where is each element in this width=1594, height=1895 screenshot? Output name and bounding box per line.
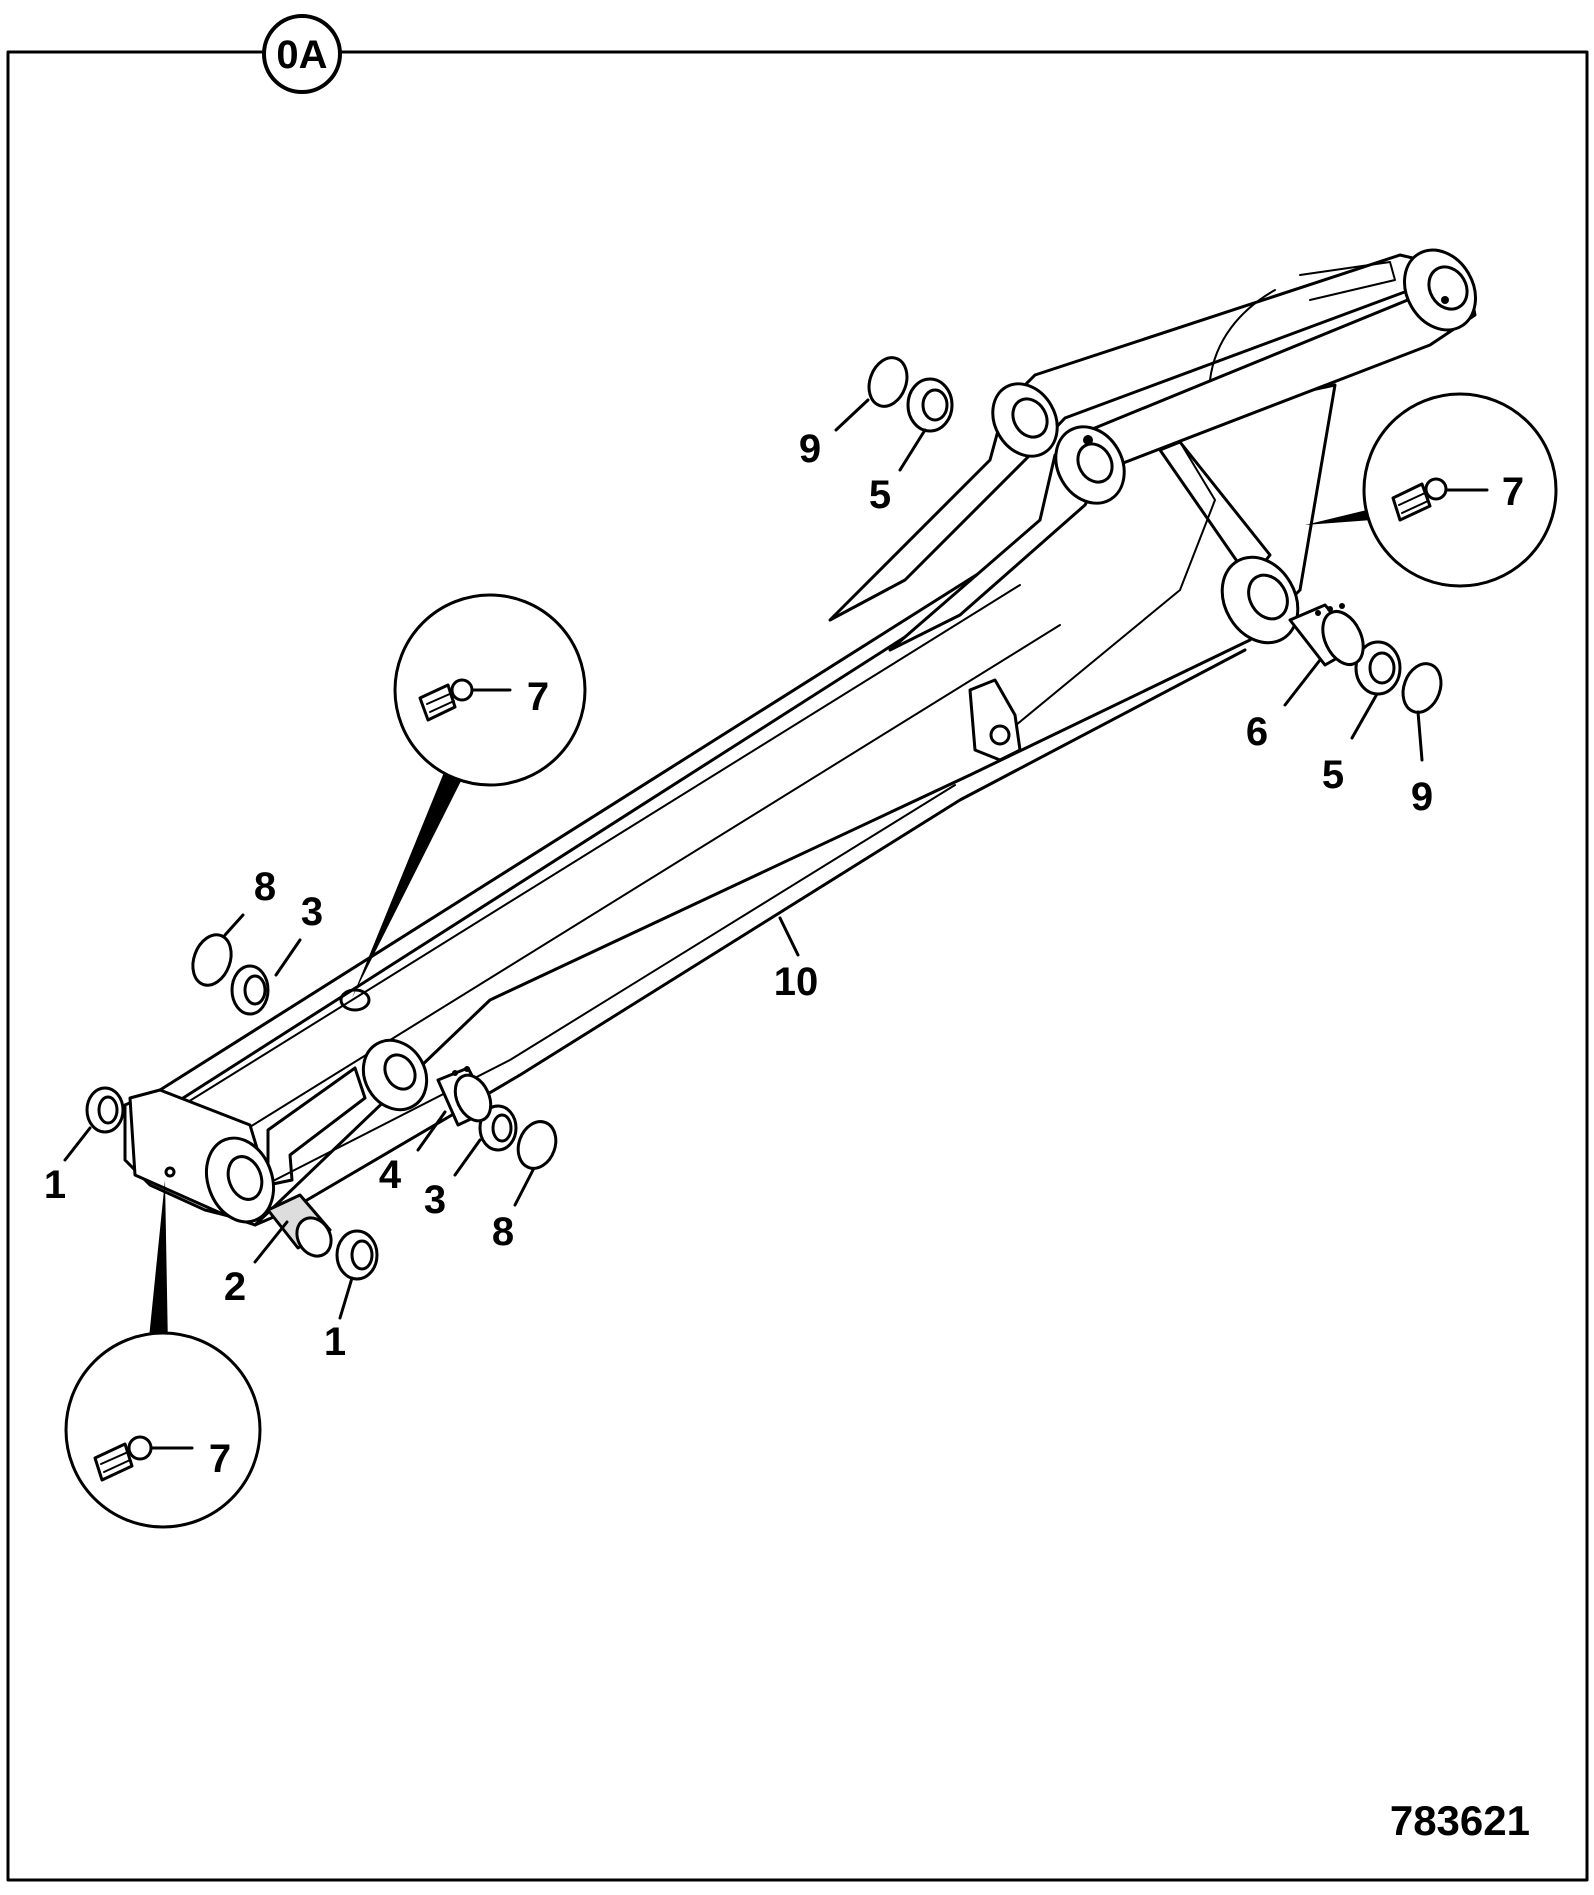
detail-bubble-right bbox=[1305, 392, 1558, 588]
callout-8: 8 bbox=[254, 865, 276, 909]
detail-bubble-upper-left bbox=[352, 593, 587, 998]
bush-icon bbox=[436, 1066, 493, 1127]
callout-8: 8 bbox=[492, 1210, 514, 1254]
callout-1: 1 bbox=[44, 1163, 66, 1207]
callout-10: 10 bbox=[774, 960, 819, 1004]
callout-7: 7 bbox=[1502, 470, 1524, 514]
shim-ring-icon bbox=[1401, 662, 1443, 714]
shim-ring-icon bbox=[516, 1120, 558, 1170]
drawing-frame bbox=[6, 50, 1589, 1882]
callout-4: 4 bbox=[379, 1153, 402, 1197]
callout-6: 6 bbox=[1246, 710, 1268, 754]
grease-nipple-icon bbox=[1391, 477, 1448, 522]
bush-icon bbox=[85, 1086, 125, 1134]
reference-badge: 0A bbox=[262, 14, 342, 94]
shim-ring-icon bbox=[191, 933, 233, 987]
drawing-number: 783621 bbox=[1390, 1797, 1530, 1844]
grease-nipple-icon bbox=[418, 678, 474, 722]
callout-9: 9 bbox=[1411, 775, 1433, 819]
callout-3: 3 bbox=[301, 890, 323, 934]
bush-icon bbox=[478, 1104, 518, 1152]
callout-5: 5 bbox=[869, 473, 891, 517]
dipper-arm bbox=[123, 248, 1477, 1227]
callout-2: 2 bbox=[224, 1265, 246, 1309]
callout-9: 9 bbox=[799, 427, 821, 471]
mesh-bush-icon bbox=[266, 1193, 333, 1258]
bush-icon bbox=[906, 377, 954, 433]
reference-badge-text: 0A bbox=[276, 33, 327, 77]
callout-numbers: 1 1 2 3 3 4 5 5 6 7 7 7 8 8 9 9 10 bbox=[44, 427, 1524, 1481]
callout-5: 5 bbox=[1322, 753, 1344, 797]
callout-7: 7 bbox=[209, 1437, 231, 1481]
leader-lines bbox=[63, 398, 1424, 1320]
detail-bubble-lower-left bbox=[64, 1180, 262, 1529]
callout-3: 3 bbox=[424, 1178, 446, 1222]
callout-7: 7 bbox=[527, 675, 549, 719]
bush-icon bbox=[230, 964, 270, 1016]
shim-ring-icon bbox=[867, 356, 909, 408]
callout-1: 1 bbox=[324, 1320, 346, 1364]
bush-icon bbox=[335, 1229, 379, 1281]
bush-icon bbox=[1288, 603, 1365, 667]
